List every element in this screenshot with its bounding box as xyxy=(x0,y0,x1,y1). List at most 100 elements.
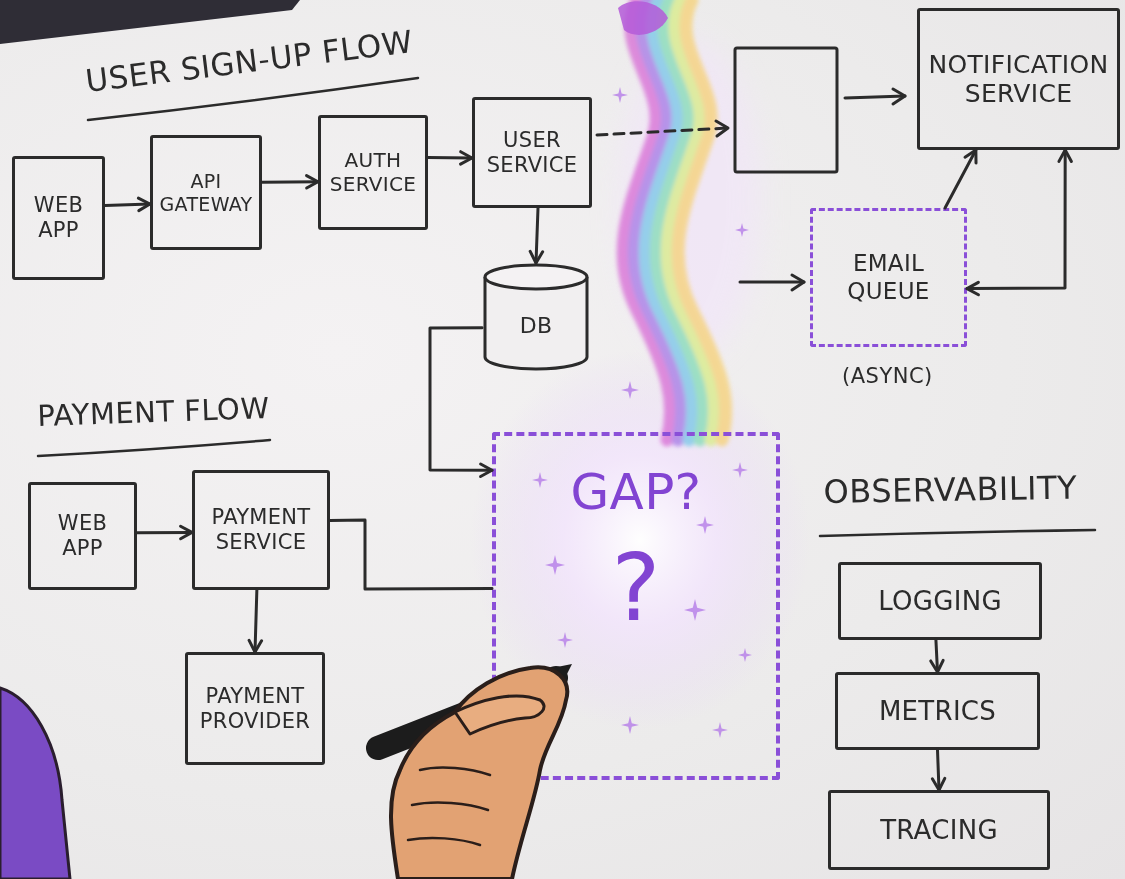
empty-box xyxy=(735,48,837,172)
service-box: PAYMENT SERVICE xyxy=(192,470,330,590)
heading-underline xyxy=(38,440,270,456)
rainbow-band xyxy=(667,0,715,440)
finger-line xyxy=(408,838,480,845)
sparkle xyxy=(684,599,706,621)
arrow-head xyxy=(716,121,728,136)
external-box: PAYMENT PROVIDER xyxy=(185,652,325,765)
connector-arrow xyxy=(945,150,976,208)
arrow-head xyxy=(792,275,804,290)
service-box: API GATEWAY xyxy=(150,135,262,250)
node-text: PAYMENT SERVICE xyxy=(212,505,311,555)
arrow-head xyxy=(965,150,976,163)
arrow-head xyxy=(181,526,192,538)
rainbow-tip xyxy=(618,1,668,35)
rainbow-band xyxy=(634,0,682,440)
section-heading: PAYMENT FLOW xyxy=(37,391,270,434)
client-box: WEB APP xyxy=(12,156,105,280)
node-text: NOTIFICATION SERVICE xyxy=(928,50,1108,109)
arrow-head xyxy=(481,464,492,476)
node-text: WEB APP xyxy=(58,511,107,561)
sparkle xyxy=(612,87,628,103)
connector-line xyxy=(938,750,940,790)
arrow-head xyxy=(1059,150,1071,161)
connector-line xyxy=(262,180,318,183)
finger-lines xyxy=(408,768,490,845)
arrow-head xyxy=(249,640,261,652)
sparkle xyxy=(735,223,749,237)
arrow-head xyxy=(461,152,472,164)
arrow-line xyxy=(740,281,804,284)
connector-line xyxy=(967,150,1065,289)
marker-body xyxy=(378,678,556,748)
section-heading: OBSERVABILITY xyxy=(823,469,1077,512)
thumb xyxy=(455,696,544,734)
connector-arrow xyxy=(967,150,1071,295)
connector-arrow xyxy=(931,640,943,672)
node-text: LOGGING xyxy=(878,586,1002,617)
observability-box: TRACING xyxy=(828,790,1050,870)
node-text: AUTH SERVICE xyxy=(330,149,416,196)
connector-arrow xyxy=(530,208,542,263)
connector-line xyxy=(936,640,938,672)
finger-line xyxy=(412,803,488,810)
connector-arrow xyxy=(428,152,472,164)
question-mark: ? xyxy=(611,541,660,638)
connector-arrow xyxy=(330,520,492,589)
sparkle xyxy=(621,381,639,399)
arrow-head xyxy=(307,176,318,188)
arrow-head xyxy=(932,778,944,790)
hand xyxy=(391,667,567,879)
observability-box: LOGGING xyxy=(838,562,1042,640)
connector-line xyxy=(945,150,976,208)
node-text: METRICS xyxy=(879,696,996,727)
gap-box: GAP?? xyxy=(492,432,780,780)
cylinder-body xyxy=(485,277,587,369)
rainbow-band xyxy=(645,0,693,440)
connector-line xyxy=(430,328,492,470)
sparkle xyxy=(732,462,748,478)
node-text: EMAIL QUEUE xyxy=(847,250,929,304)
connector-arrow xyxy=(932,750,944,790)
marker-tip xyxy=(552,664,572,684)
node-text: TRACING xyxy=(880,815,998,846)
node-text: DB xyxy=(520,313,553,339)
connector-line xyxy=(105,204,150,206)
node-text: PAYMENT PROVIDER xyxy=(200,684,310,734)
sparkle xyxy=(532,472,548,488)
sleeve xyxy=(0,688,70,879)
connector-line xyxy=(137,531,192,534)
arrow-head xyxy=(530,251,542,263)
service-box: NOTIFICATION SERVICE xyxy=(917,8,1120,150)
sparkle xyxy=(557,632,573,648)
queue-box: EMAIL QUEUE xyxy=(810,208,967,347)
connector-arrow xyxy=(262,176,318,188)
observability-box: METRICS xyxy=(835,672,1040,750)
heading-underline xyxy=(820,530,1095,536)
arrow-head xyxy=(931,660,943,672)
rainbow-band xyxy=(678,0,726,440)
sparkle xyxy=(696,516,714,534)
node-text: API GATEWAY xyxy=(160,170,253,215)
connector-line xyxy=(255,590,257,652)
rainbow-band xyxy=(656,0,704,440)
gap-title: GAP? xyxy=(571,466,702,519)
arrow-head xyxy=(893,89,905,104)
service-box: USER SERVICE xyxy=(472,97,592,208)
database-cylinder: DB xyxy=(482,263,590,371)
sparkles xyxy=(532,87,752,738)
section-heading: USER SIGN-UP FLOW xyxy=(83,23,414,100)
heading-underlines xyxy=(38,78,1095,536)
cylinder-top xyxy=(485,265,587,289)
board-frame xyxy=(0,0,300,44)
connector-line xyxy=(330,520,492,589)
rainbow-band xyxy=(623,0,671,440)
node-text: WEB APP xyxy=(34,193,83,243)
gap-glow xyxy=(470,350,810,730)
arrow-head xyxy=(967,282,978,294)
rainbow-swirl xyxy=(623,0,726,440)
connector-arrow xyxy=(105,198,150,210)
connector-arrow xyxy=(137,526,192,538)
client-box: WEB APP xyxy=(28,482,137,590)
arrow-line xyxy=(845,96,905,98)
